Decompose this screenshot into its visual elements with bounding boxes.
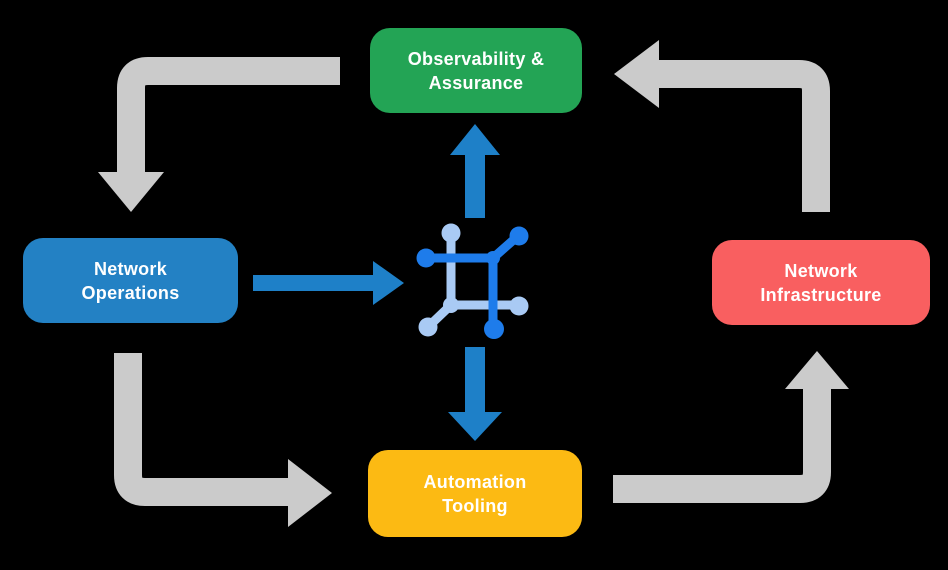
- arrow-head-left: [614, 40, 659, 108]
- network-mesh-icon-dark-branch: [416, 226, 529, 339]
- arrow-infrastructure-to-observability: [614, 40, 830, 212]
- arrow-automation-to-infrastructure: [613, 351, 849, 503]
- arrow-shaft: [117, 57, 340, 174]
- icon-light-node-bottom-left: [418, 317, 438, 337]
- node-network-operations: Network Operations: [23, 238, 238, 323]
- arrow-center-to-automation: [448, 347, 502, 441]
- arrow-shaft: [613, 389, 831, 503]
- arrow-right-blue: [253, 261, 404, 305]
- network-mesh-icon-light-branch: [418, 223, 529, 337]
- node-network-infrastructure: Network Infrastructure: [712, 240, 930, 325]
- icon-dark-node-left: [416, 248, 436, 268]
- network-mesh-icon: [416, 223, 529, 339]
- icon-light-corner-node: [443, 297, 459, 313]
- icon-light-node-right: [509, 296, 529, 316]
- node-network-infrastructure-label: Network Infrastructure: [760, 260, 882, 305]
- arrow-head-up: [785, 351, 849, 389]
- arrow-center-to-observability: [450, 124, 500, 218]
- icon-dark-corner-node: [486, 251, 500, 265]
- arrow-operations-to-automation: [114, 353, 332, 527]
- icon-light-node-top: [441, 223, 461, 243]
- node-network-operations-label: Network Operations: [81, 258, 180, 303]
- arrow-down-blue: [448, 347, 502, 441]
- arrow-shaft: [659, 60, 830, 212]
- arrow-head-down: [98, 172, 164, 212]
- arrow-shaft: [114, 353, 290, 506]
- arrow-operations-to-center: [253, 261, 404, 305]
- icon-dark-node-bottom: [484, 319, 504, 339]
- arrow-observability-to-operations: [98, 57, 340, 212]
- icon-dark-node-top-right: [509, 226, 529, 246]
- node-automation-tooling-label: Automation Tooling: [423, 471, 527, 516]
- node-automation-tooling: Automation Tooling: [368, 450, 582, 537]
- arrow-head-right: [288, 459, 332, 527]
- node-observability-assurance-label: Observability & Assurance: [407, 48, 545, 93]
- node-observability-assurance: Observability & Assurance: [370, 28, 582, 113]
- arrow-up-blue: [450, 124, 500, 218]
